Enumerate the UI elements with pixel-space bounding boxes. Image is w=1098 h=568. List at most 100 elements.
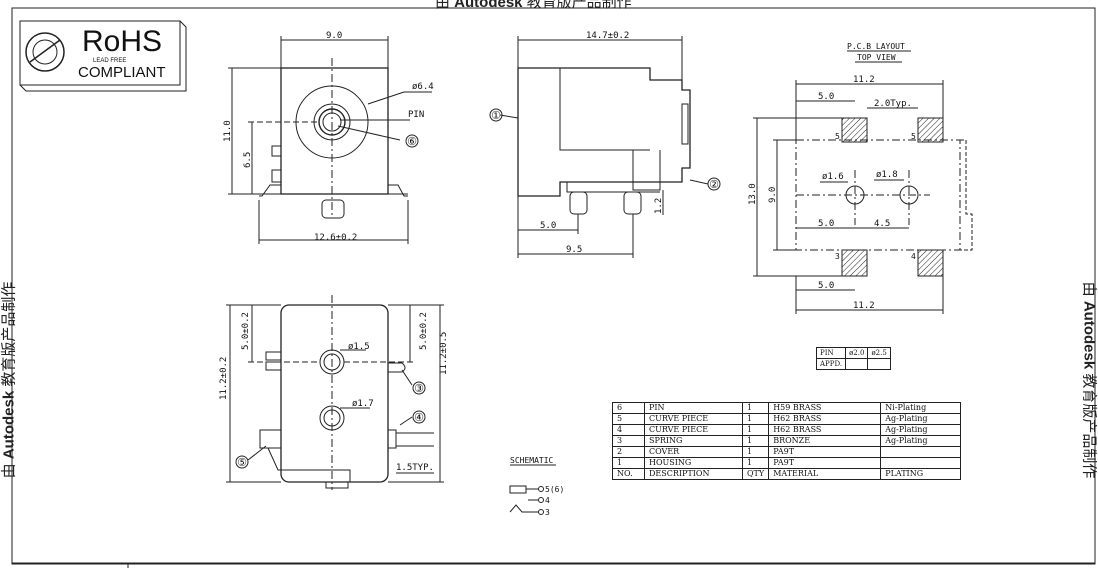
table-row: PIN ø2.0 ø2.5 — [815, 347, 891, 359]
table-cell: ø2.0 — [845, 347, 869, 359]
schematic-label-2: 4 — [545, 496, 550, 505]
schematic-label-3: 3 — [545, 508, 550, 517]
table-cell: H62 BRASS — [768, 424, 882, 436]
rohs-compliant-text: COMPLIANT — [78, 64, 166, 81]
table-cell: HOUSING — [644, 457, 743, 469]
dim-pcb-d1: ø1.6 — [822, 172, 844, 182]
front-view — [228, 36, 432, 244]
pcb-layout — [753, 50, 973, 314]
table-cell: PA9T — [768, 457, 882, 469]
rohs-logo: RoHS LEAD FREE COMPLIANT — [20, 21, 186, 87]
table-cell: 1 — [741, 435, 770, 447]
table-cell: ø2.5 — [867, 347, 891, 359]
table-cell: Ag-Plating — [880, 413, 962, 425]
dim-bottom-right-a: 5.0±0.2 — [419, 312, 429, 350]
pcb-subtitle: TOP VIEW — [857, 53, 896, 62]
pad-label-3: 3 — [835, 252, 840, 261]
dim-bottom-d2: ø1.7 — [352, 399, 374, 409]
table-cell: SPRING — [644, 435, 743, 447]
dim-bottom-d1: ø1.5 — [348, 342, 370, 352]
pcb-title: P.C.B LAYOUT — [847, 42, 905, 51]
callout-6: ⑥ — [407, 135, 417, 148]
dim-front-width: 9.0 — [326, 31, 342, 41]
table-cell: BRONZE — [768, 435, 882, 447]
watermark-top: 由 Autodesk 教育版产品制作 — [435, 0, 632, 11]
dim-pcb-d2: ø1.8 — [876, 170, 898, 180]
sheet-border — [11, 7, 1096, 565]
dim-pcb-top-b: 2.0Typ. — [874, 99, 912, 109]
table-cell: 1 — [612, 457, 645, 469]
label-pin: PIN — [408, 110, 424, 120]
table-cell: COVER — [644, 446, 743, 458]
dim-front-height: 11.0 — [223, 120, 233, 142]
table-cell: 5 — [612, 413, 645, 425]
table-cell: H62 BRASS — [768, 413, 882, 425]
table-cell: Ag-Plating — [880, 435, 962, 447]
dim-front-base: 12.6±0.2 — [314, 233, 357, 243]
table-cell: CURVE PIECE — [644, 424, 743, 436]
callout-4: ④ — [414, 411, 424, 424]
rohs-sub-text: LEAD FREE — [93, 58, 127, 64]
side-view — [499, 36, 709, 258]
pad-label-4: 4 — [911, 252, 916, 261]
table-header-cell: PLATING — [880, 468, 962, 480]
callout-circles — [235, 108, 721, 469]
callout-5: ⑤ — [237, 456, 247, 469]
table-cell: 1 — [741, 413, 770, 425]
table-cell — [845, 358, 869, 370]
table-cell: Ni-Plating — [880, 402, 962, 414]
dim-pcb-mid-b: 4.5 — [874, 219, 890, 229]
callout-2: ② — [709, 178, 719, 191]
table-cell: 1 — [741, 402, 770, 414]
callout-3: ③ — [414, 382, 424, 395]
dim-pcb-h2: 9.0 — [768, 187, 778, 203]
table-header-cell: DESCRIPTION — [644, 468, 743, 480]
table-header-cell: NO. — [612, 468, 645, 480]
rohs-frame — [19, 20, 187, 92]
schematic-title: SCHEMATIC — [510, 456, 554, 465]
table-cell: 3 — [612, 435, 645, 447]
dim-pcb-bot-a: 5.0 — [818, 281, 834, 291]
table-header-cell: MATERIAL — [768, 468, 882, 480]
dim-side-width: 14.7±0.2 — [586, 31, 629, 41]
table-row: APPD. — [815, 358, 891, 370]
table-cell: PA9T — [768, 446, 882, 458]
table-header-cell: QTY — [741, 468, 770, 480]
table-cell: 1 — [741, 424, 770, 436]
dim-bottom-left-a: 5.0±0.2 — [241, 312, 251, 350]
table-cell: 2 — [612, 446, 645, 458]
callout-1: ① — [491, 109, 501, 122]
dim-side-b: 9.5 — [566, 245, 582, 255]
pad-label-1: 5 — [835, 132, 840, 141]
dim-bottom-right-h: 11.2±0.5 — [439, 332, 449, 375]
table-cell: CURVE PIECE — [644, 413, 743, 425]
bottom-view — [226, 295, 444, 490]
pin-size-table: PIN ø2.0 ø2.5 APPD. — [815, 347, 891, 370]
schematic-symbol — [509, 464, 556, 515]
dim-side-a: 5.0 — [540, 221, 556, 231]
table-cell: Ag-Plating — [880, 424, 962, 436]
rohs-main-text: RoHS — [82, 25, 163, 58]
dim-pcb-bot-w: 11.2 — [853, 301, 875, 311]
table-cell: PIN — [815, 347, 847, 359]
pad-label-2: 5 — [911, 132, 916, 141]
table-cell: PIN — [644, 402, 743, 414]
table-cell — [880, 457, 962, 469]
table-cell: H59 BRASS — [768, 402, 882, 414]
dim-side-h: 1.2 — [654, 198, 664, 214]
dim-pcb-top-a: 5.0 — [818, 92, 834, 102]
dim-pcb-top-w: 11.2 — [853, 75, 875, 85]
dim-bottom-typ: 1.5TYP. — [396, 463, 434, 473]
dim-front-hole: ø6.4 — [412, 82, 434, 92]
table-cell: 1 — [741, 457, 770, 469]
table-cell: APPD. — [815, 358, 847, 370]
